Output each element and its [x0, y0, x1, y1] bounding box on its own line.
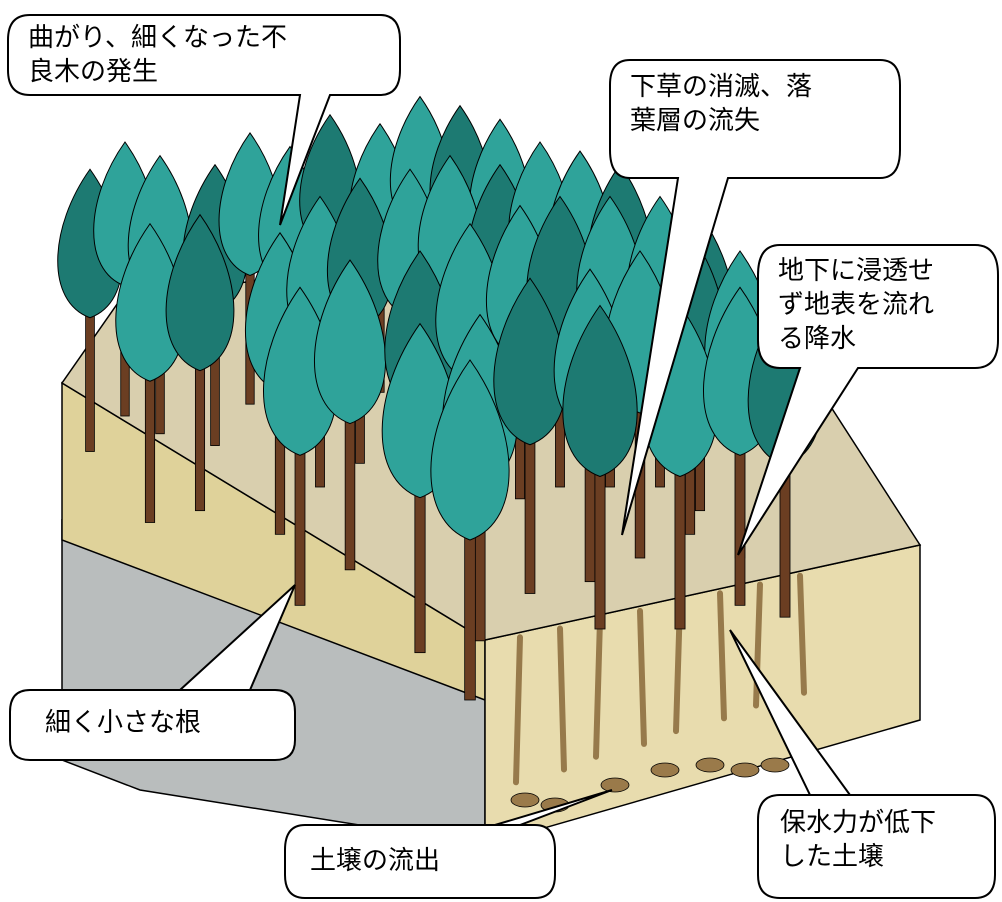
callout-soil-outflow: 土壌の流出 [310, 846, 441, 876]
callout-poor-trees: 曲がり、細くなった不 良木の発生 [28, 23, 287, 87]
callout-bubble-soil-outflow [284, 789, 613, 899]
root-strand [797, 572, 807, 696]
root-strand [717, 590, 727, 722]
callout-soil-retention: 保水力が低下 した土壌 [780, 808, 937, 872]
root-strand [513, 634, 523, 786]
tree-stand [57, 95, 823, 701]
soil-mound [600, 777, 630, 793]
soil-mound [510, 792, 540, 808]
soil-mound [730, 762, 760, 778]
callout-bubble-poor-trees [7, 14, 401, 226]
soil-mound [695, 757, 725, 773]
callout-undergrowth-loss: 下草の消滅、落 葉層の流失 [630, 72, 813, 136]
callout-bubble-soil-retention [729, 629, 996, 899]
tree-crown [562, 304, 638, 478]
callout-bubble-fine-roots [9, 584, 296, 761]
soil-mound [760, 757, 790, 773]
soil-mound [650, 762, 680, 778]
callout-bubble-runoff [737, 244, 999, 556]
tree-crown [430, 359, 510, 541]
tree-crown [314, 259, 386, 425]
tree-crown [165, 213, 235, 372]
callout-bubbles [7, 14, 999, 899]
root-strand [637, 607, 647, 747]
root-strand [557, 625, 567, 773]
callout-surface-runoff: 地下に浸透せ ず地表を流れ る降水 [778, 256, 935, 354]
root-strand [593, 616, 603, 760]
callout-fine-roots: 細く小さな根 [45, 708, 202, 738]
callout-bubble-undergrowth [609, 59, 901, 536]
